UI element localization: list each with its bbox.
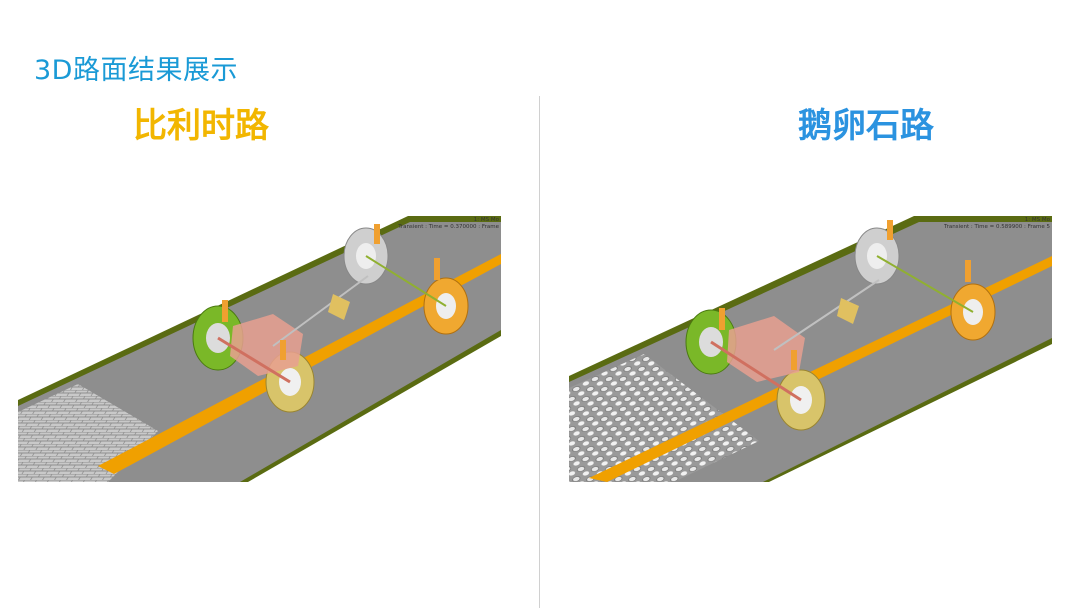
simulation-hud: 1: MS Mo Transient : Time = 0.370000 : F… xyxy=(398,217,499,231)
panel-divider xyxy=(539,96,540,608)
front-left-spring xyxy=(719,308,725,330)
drive-shaft xyxy=(272,275,369,347)
panel-title-belgian-road: 比利时路 xyxy=(133,106,269,146)
differential xyxy=(837,298,859,324)
front-axle xyxy=(217,336,291,384)
front-axle xyxy=(710,340,802,402)
rear-axle xyxy=(876,255,974,313)
simulation-view-belgian-road: 1: MS Mo Transient : Time = 0.370000 : F… xyxy=(18,216,501,482)
panel-title-cobblestone-road: 鹅卵石路 xyxy=(798,106,934,146)
hud-time-label: Transient : Time = 0.370000 : Frame xyxy=(398,224,499,230)
simulation-view-cobblestone-road: 1: MS Mo Transient : Time = 0.589900 : F… xyxy=(569,216,1052,482)
drive-shaft xyxy=(773,279,880,351)
engine-block xyxy=(230,314,303,376)
simulation-hud: 1: MS Mo Transient : Time = 0.589900 : F… xyxy=(944,217,1050,231)
hud-model-label: 1: MS Mo xyxy=(1024,217,1050,223)
page-title: 3D路面结果展示 xyxy=(34,55,238,86)
rear-left-spring xyxy=(887,220,893,240)
vehicle-animation-frame xyxy=(569,216,1052,482)
cobblestone-section xyxy=(569,354,759,482)
hud-model-label: 1: MS Mo xyxy=(473,217,499,223)
front-left-spring xyxy=(222,300,228,322)
differential xyxy=(328,294,350,320)
vehicle-animation-frame xyxy=(18,216,501,482)
center-line xyxy=(589,256,1052,482)
front-right-spring xyxy=(791,350,797,370)
rear-left-spring xyxy=(374,224,380,244)
rear-right-spring xyxy=(965,260,971,282)
rear-axle xyxy=(365,255,447,307)
hud-time-label: Transient : Time = 0.589900 : Frame 5 xyxy=(944,224,1050,230)
front-right-spring xyxy=(280,340,286,360)
rear-right-spring xyxy=(434,258,440,280)
